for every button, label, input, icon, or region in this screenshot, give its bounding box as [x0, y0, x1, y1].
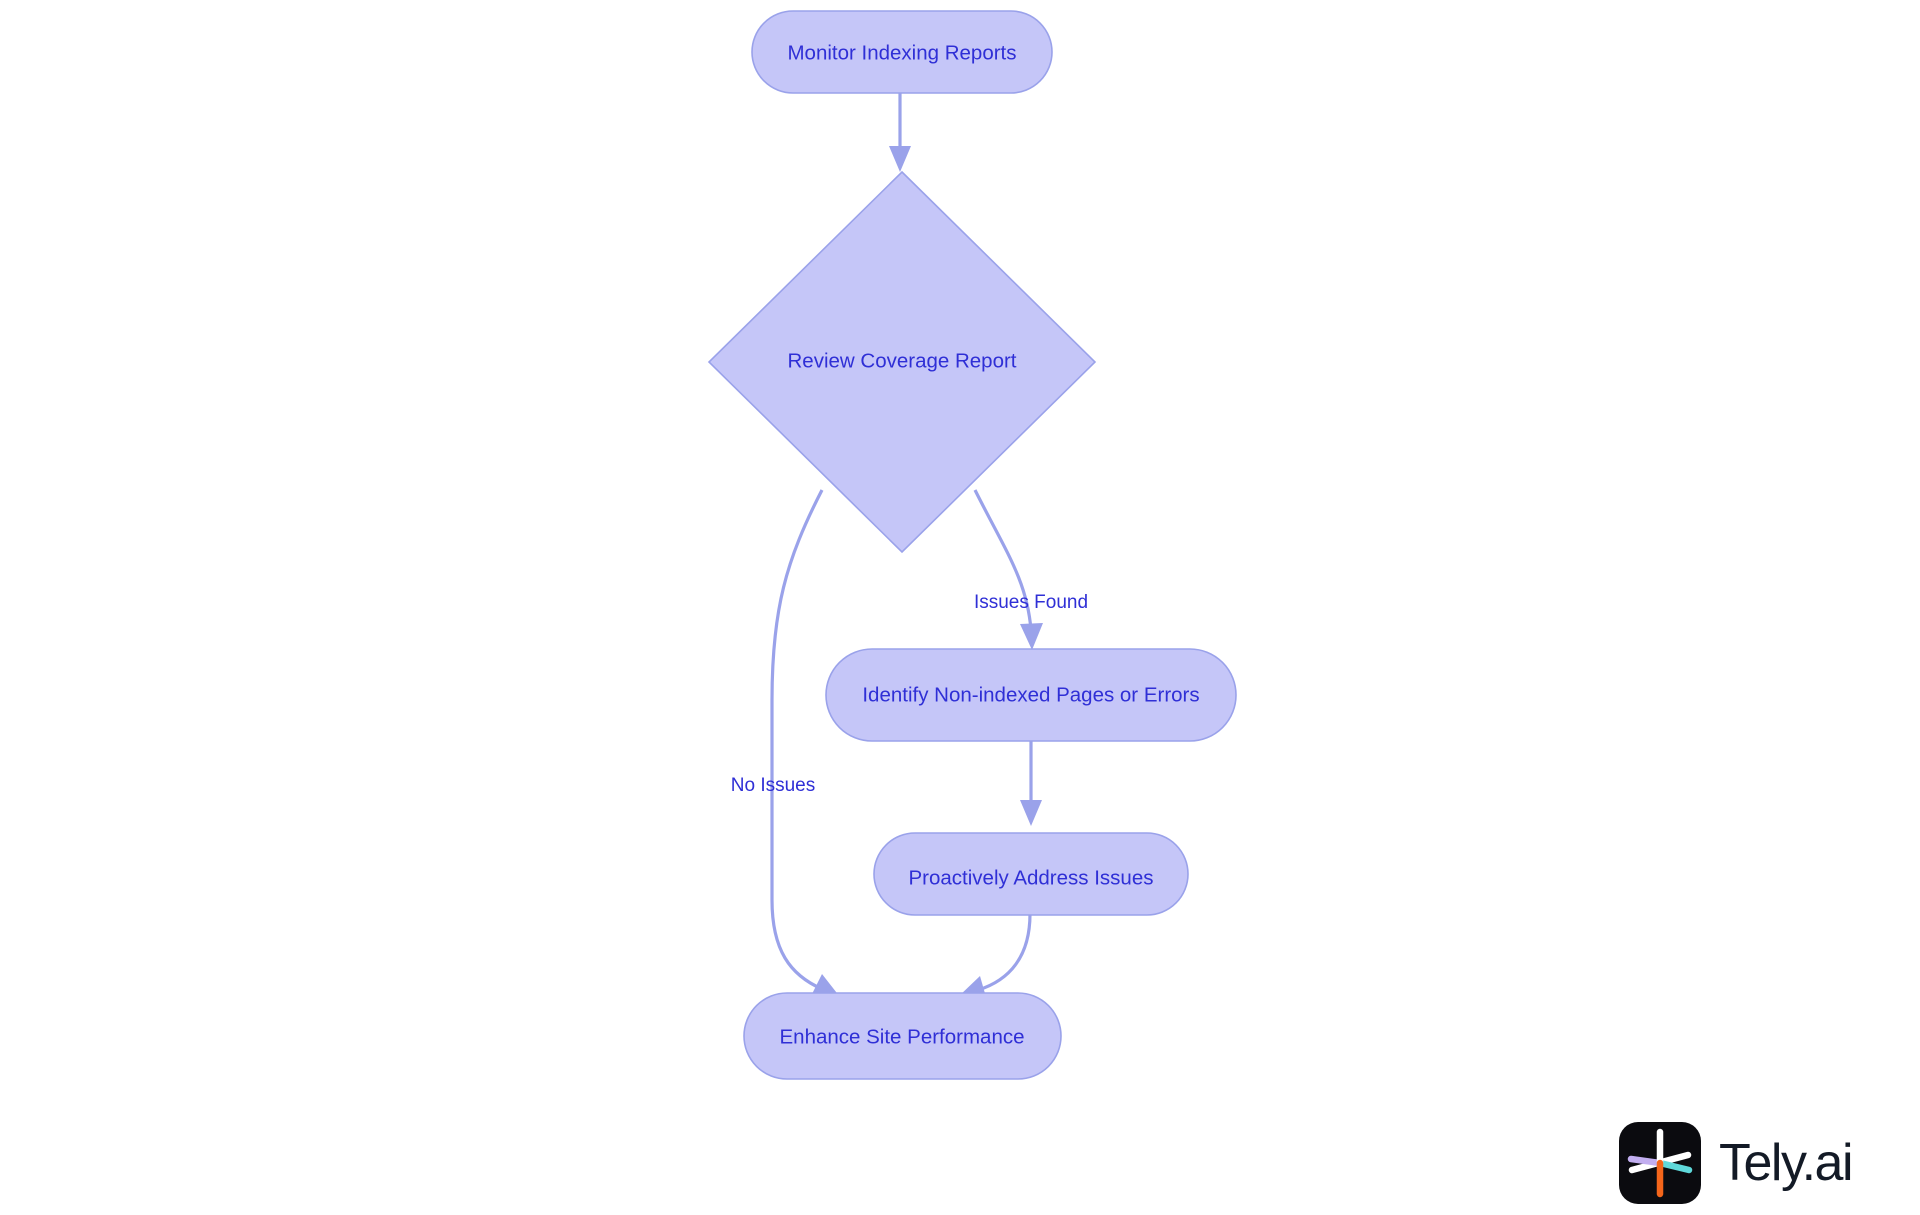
node-label: Enhance Site Performance [780, 1025, 1025, 1048]
node-shape-diamond [707, 170, 1097, 554]
tely-asterisk-glyph [1627, 1128, 1693, 1198]
edge-review-to-enhance: No Issues [731, 489, 840, 997]
node-shape-stadium [751, 10, 1053, 94]
edge-path [977, 913, 1032, 992]
edge-address-to-enhance [958, 913, 1032, 997]
tely-asterisk-icon [1619, 1122, 1701, 1204]
node-proactively-address-issues[interactable]: Proactively Address Issues [873, 832, 1189, 916]
arrowhead-icon [889, 146, 911, 172]
edge-identify-to-address [1020, 740, 1042, 826]
node-identify-non-indexed-pages[interactable]: Identify Non-indexed Pages or Errors [825, 648, 1237, 742]
node-enhance-site-performance[interactable]: Enhance Site Performance [743, 992, 1062, 1080]
node-shape-stadium [743, 992, 1062, 1080]
edge-review-to-identify: Issues Found [973, 489, 1088, 650]
node-shape-stadium [873, 832, 1189, 916]
edge-label-no-issues: No Issues [731, 775, 815, 796]
node-monitor-indexing-reports[interactable]: Monitor Indexing Reports [751, 10, 1053, 94]
node-label: Identify Non-indexed Pages or Errors [862, 683, 1199, 706]
edge-monitor-to-review [889, 92, 911, 172]
node-shape-stadium [825, 648, 1237, 742]
arrowhead-icon [1020, 800, 1042, 826]
brand-wordmark: Tely.ai [1719, 1134, 1854, 1192]
edge-label-issues-found: Issues Found [974, 592, 1088, 613]
node-label: Proactively Address Issues [909, 866, 1154, 889]
arrowhead-icon [1020, 623, 1043, 650]
arrowhead-icon [958, 976, 986, 997]
node-review-coverage-report[interactable]: Review Coverage Report [707, 170, 1097, 554]
arrowhead-icon [812, 974, 840, 997]
edge-path [770, 489, 824, 991]
node-label: Monitor Indexing Reports [787, 41, 1016, 64]
edge-path [973, 489, 1033, 631]
node-label: Review Coverage Report [787, 349, 1016, 372]
brand-logo: Tely.ai [1619, 1122, 1854, 1204]
